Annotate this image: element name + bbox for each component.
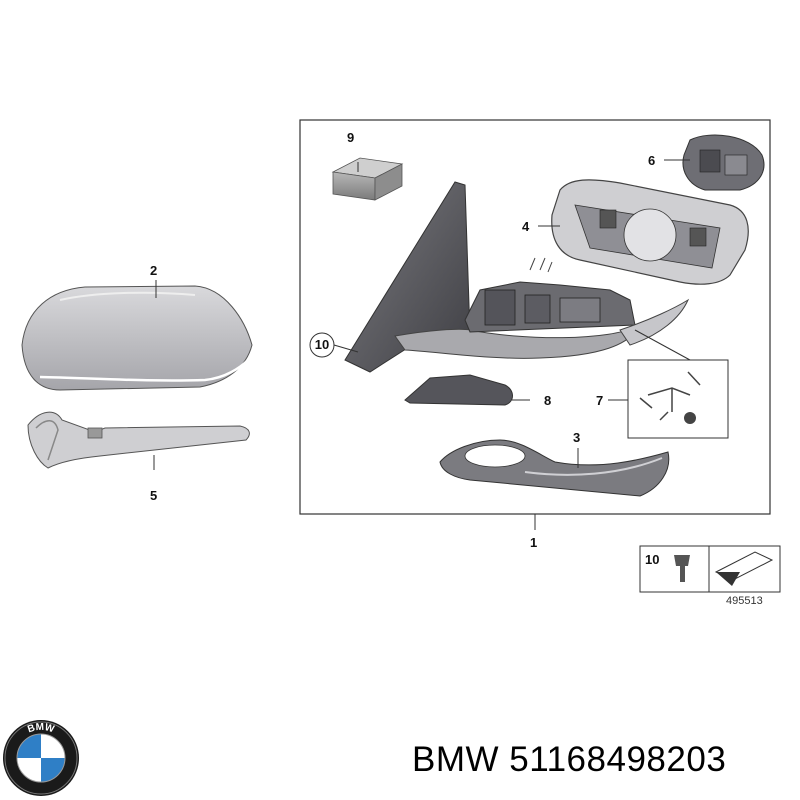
part-9-box — [331, 157, 404, 201]
housing-trim-strip — [619, 298, 690, 346]
catalog-number: 495513 — [726, 595, 763, 607]
bmw-logo: BMW — [3, 720, 79, 796]
part-8-cover — [404, 374, 513, 406]
callout-2: 2 — [150, 263, 157, 278]
part-3-lower-trim — [439, 439, 670, 497]
screw-icon — [674, 555, 690, 582]
callout-10-circle: 10 — [309, 332, 335, 358]
leader-lines — [153, 159, 691, 530]
part-6-motor — [682, 134, 765, 191]
legend-box — [639, 545, 781, 593]
direction-arrow-icon — [714, 551, 774, 586]
part-7-detail-box — [627, 359, 729, 439]
callout-7: 7 — [596, 393, 603, 408]
callout-4: 4 — [522, 219, 530, 234]
mirror-base-arm — [344, 181, 642, 373]
callout-3: 3 — [573, 430, 580, 445]
part-number-label: BMW 51168498203 — [412, 740, 727, 779]
callout-10: 10 — [315, 337, 329, 352]
callout-5: 5 — [150, 488, 157, 503]
callout-9: 9 — [347, 130, 354, 145]
bmw-logo-letters: BMW — [26, 722, 56, 736]
callout-6: 6 — [648, 153, 655, 168]
callout-8: 8 — [544, 393, 551, 408]
legend-callout-10: 10 — [645, 552, 659, 567]
part-5-turn-signal — [27, 411, 250, 469]
callout-1: 1 — [530, 535, 537, 550]
housing-mechanism — [464, 257, 636, 333]
part-2-mirror-cap — [21, 285, 253, 391]
part-4-glass-carrier — [551, 179, 749, 285]
